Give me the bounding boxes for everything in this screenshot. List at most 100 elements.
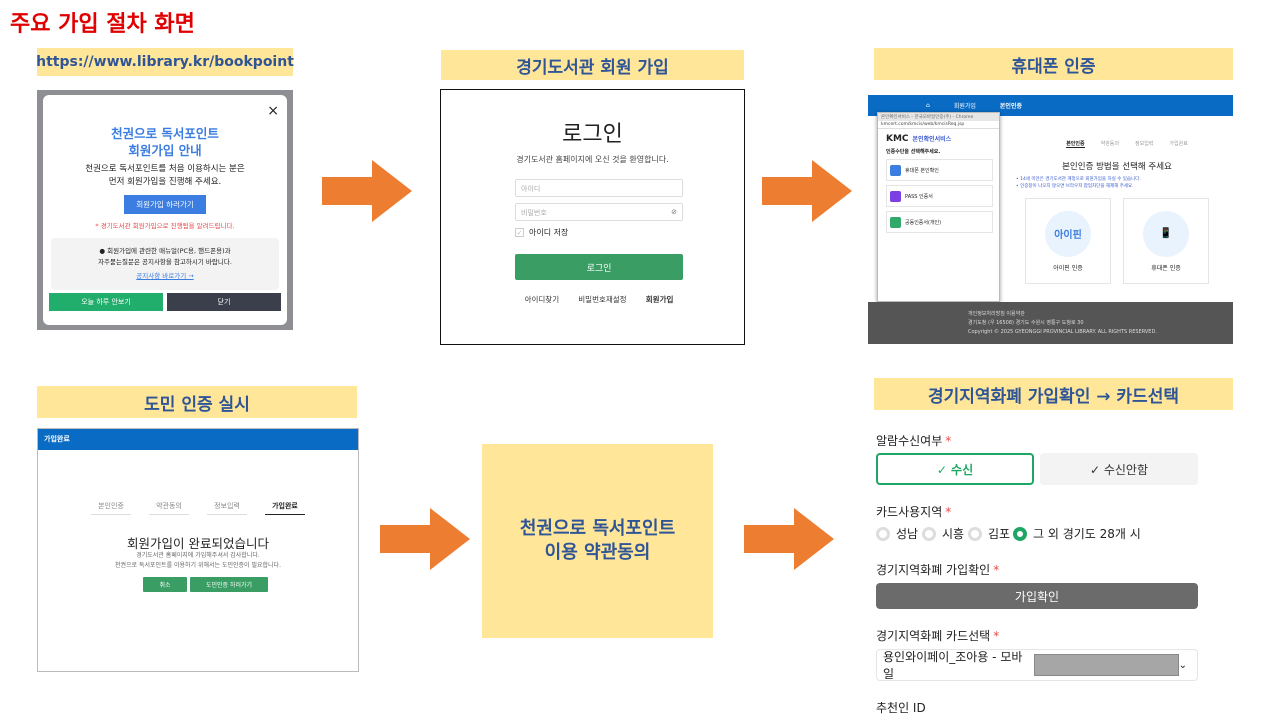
radio-selected-icon [1013, 526, 1027, 541]
login-button[interactable]: 로그인 [515, 254, 683, 280]
step-label-phone: 휴대폰 인증 [874, 48, 1233, 80]
step-tab: 정보입력 [1135, 141, 1154, 147]
radio-label: 김포 [988, 527, 1011, 541]
info-line-2: 자주묻는질문은 공지사항을 참고하시기 바랍니다. [98, 258, 232, 266]
note: • 인증창이 나오지 않으면 브라우저 팝업차단을 해제해 주세요. [1016, 184, 1134, 189]
complete-desc: 천권으로 독서포인트를 이용하기 위해서는 도민인증이 필요합니다. [114, 562, 281, 569]
find-id-link[interactable]: 아이디찾기 [524, 295, 560, 304]
pass-auth-item[interactable]: PASS 인증서 [886, 185, 993, 207]
breadcrumb-item[interactable]: 회원가입 [953, 103, 976, 110]
footer-address: 경기도청 (우 16508) 경기도 수원시 영통구 도청로 30 [968, 320, 1084, 326]
radio-icon [922, 526, 936, 541]
chevron-down-icon: ⌄ [1178, 659, 1187, 671]
required-mark: * [993, 563, 1000, 577]
step-tab-active: 가입완료 [265, 501, 305, 515]
item-label: PASS 인증서 [905, 193, 933, 200]
resident-verify-button[interactable]: 도민인증 하러가기 [190, 577, 268, 592]
join-confirm-button[interactable]: 가입확인 [876, 583, 1198, 609]
join-button[interactable]: 회원가입 하러가기 [124, 195, 206, 214]
close-icon[interactable]: × [267, 103, 279, 119]
home-icon[interactable]: ⌂ [926, 102, 930, 109]
arrow-right-icon [380, 508, 470, 570]
modal-desc-1: 천권으로 독서포인트를 처음 이용하시는 분은 [85, 164, 245, 174]
service-name: 본인확인서비스 [912, 136, 952, 143]
arrow-right-icon [762, 160, 852, 222]
region-radio-gimpo[interactable]: 김포 [968, 525, 1010, 542]
radio-icon [876, 526, 890, 541]
signup-link[interactable]: 회원가입 [645, 295, 674, 304]
login-title: 로그인 [562, 122, 623, 147]
certificate-icon [890, 216, 901, 228]
region-radio-other[interactable]: 그 외 경기도 28개 시 [1013, 525, 1141, 542]
close-button[interactable]: 닫기 [167, 293, 281, 311]
radio-label: 시흥 [942, 527, 965, 541]
region-radio-seongnam[interactable]: 성남 [876, 525, 918, 542]
step-label-resident: 도민 인증 실시 [37, 386, 357, 418]
step-tab: 정보입력 [207, 501, 247, 515]
id-input[interactable]: 아이디 [515, 179, 683, 197]
breadcrumb-item: 본인인증 [999, 103, 1022, 110]
radio-label: 그 외 경기도 28개 시 [1033, 527, 1141, 541]
required-mark: * [945, 434, 952, 448]
info-line-1: ● 회원가입에 관련한 매뉴얼(PC용, 핸드폰용)과 [99, 247, 231, 255]
login-subtitle: 경기도서관 홈페이지에 오신 것을 환영합니다. [516, 155, 669, 164]
masked-card-number [1033, 654, 1179, 676]
pass-icon [890, 190, 901, 202]
step-label-signup: 경기도서관 회원 가입 [441, 50, 744, 80]
card-select-label: 경기지역화폐 카드선택* [876, 627, 999, 644]
receive-toggle[interactable]: ✓ 수신 [876, 453, 1034, 485]
url-bar[interactable]: kmcert.com/kmcis/web/kmcisReq.jsp [878, 121, 999, 129]
notice-link[interactable]: 공지사항 바로가기 → [136, 272, 194, 280]
referrer-label: 추천인 ID [876, 701, 926, 715]
modal-title-line1: 천권으로 독서포인트 [111, 126, 219, 141]
cert-auth-item[interactable]: 공동인증서(개인) [886, 211, 993, 233]
step-tab: 약관동의 [149, 501, 189, 515]
phone-card[interactable]: 📱휴대폰 인증 [1123, 198, 1209, 284]
join-confirm-label: 경기지역화폐 가입확인* [876, 561, 999, 578]
region-radio-siheung[interactable]: 시흥 [922, 525, 964, 542]
reset-password-link[interactable]: 비밀번호재설정 [578, 295, 627, 304]
radio-label: 성남 [896, 527, 919, 541]
phone-label: 휴대폰 인증 [1151, 264, 1181, 272]
ipin-icon: 아이핀 [1045, 210, 1091, 257]
cancel-button[interactable]: 취소 [143, 577, 187, 592]
card-select[interactable]: 용인와이페이_조아용 - 모바일⌄ [876, 649, 1198, 681]
phone-auth-item[interactable]: 휴대폰 본인확인 [886, 159, 993, 181]
save-id-label: 아이디 저장 [529, 228, 569, 237]
ipin-label: 아이핀 인증 [1053, 264, 1083, 272]
verify-heading: 본인인증 방법을 선택해 주세요 [1062, 162, 1172, 172]
warning-text: * 경기도서관 회원가입으로 진행됨을 알려드립니다. [95, 222, 235, 230]
modal-desc-2: 먼저 회원가입을 진행해 주세요. [108, 177, 222, 187]
step-label-card: 경기지역화폐 가입확인 → 카드선택 [874, 378, 1233, 410]
join-confirm-label-text: 경기지역화폐 가입확인 [876, 563, 991, 577]
header-bar: 가입완료 [38, 429, 358, 450]
step-tab: 약관동의 [1100, 141, 1119, 147]
login-screenshot: 로그인 경기도서관 홈페이지에 오신 것을 환영합니다. 아이디 비밀번호⊘ ✓… [440, 89, 745, 345]
phone-icon [890, 164, 901, 176]
step-tab: 본인인증 [91, 501, 131, 515]
terms-line-1: 천권으로 독서포인트 [519, 518, 676, 539]
step-tab: 본인인증 [1066, 141, 1085, 148]
footer-copyright: Copyright © 2025 GYEONGGI PROVINCIAL LIB… [968, 329, 1157, 335]
card-label-text: 경기지역화폐 카드선택 [876, 629, 991, 643]
footer-links[interactable]: 개인정보처리방침 이용약관 [968, 311, 1025, 317]
no-receive-toggle[interactable]: ✓ 수신안함 [1040, 453, 1198, 485]
save-id-checkbox[interactable]: ✓아이디 저장 [515, 227, 568, 238]
region-label-text: 카드사용지역 [876, 505, 943, 519]
region-label: 카드사용지역* [876, 503, 951, 520]
window-title: 본인확인서비스 - 한국모바일인증(주) - Chrome [878, 113, 999, 121]
eye-off-icon[interactable]: ⊘ [671, 208, 677, 216]
step-tab: 가입완료 [1169, 141, 1188, 147]
password-input[interactable]: 비밀번호⊘ [515, 203, 683, 221]
breadcrumb: ⌂ 회원가입 본인인증 [868, 95, 1233, 116]
complete-desc: 경기도서관 홈페이지에 가입해주셔서 감사합니다. [136, 552, 260, 559]
hide-today-button[interactable]: 오늘 하루 안보기 [49, 293, 163, 311]
